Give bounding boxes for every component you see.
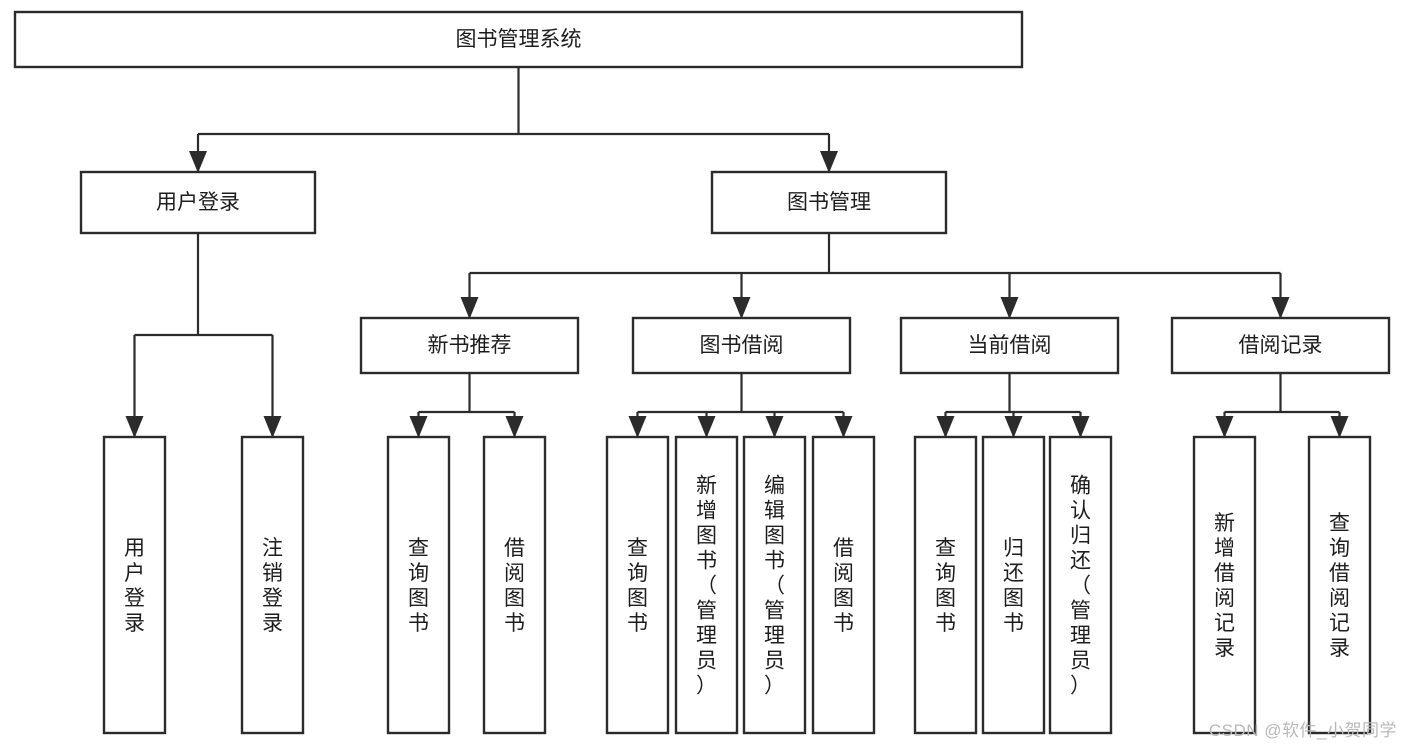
node-rect	[240, 435, 305, 735]
node-label: 借阅图书	[833, 537, 854, 635]
node-rect	[674, 435, 739, 735]
arrow-head-icon	[189, 151, 207, 173]
node-label: 查询图书	[627, 537, 648, 635]
arrow-head-icon	[125, 416, 144, 438]
node-e794a8e688b7e799bbe5bd95-box[interactable]: 用户登录	[79, 170, 317, 235]
node-rect	[1192, 435, 1257, 735]
node-e5809fe99885e59bbee4b9a6-box[interactable]: 借阅图书	[811, 435, 876, 735]
node-rect	[710, 170, 948, 235]
node-e5bd93e5898de5809fe99885-box[interactable]: 当前借阅	[899, 316, 1120, 375]
arrow-head-icon	[1071, 416, 1090, 438]
node-label: 图书借阅	[700, 334, 784, 357]
node-label: 查询图书	[935, 537, 956, 635]
node-rect	[1048, 435, 1113, 735]
node-e69fa5e8afa2e59bbee4b9a6-box[interactable]: 查询图书	[605, 435, 670, 735]
arrow-head-icon	[1000, 297, 1019, 319]
arrow-head-icon	[732, 297, 751, 319]
node-rect	[79, 170, 317, 235]
node-label: 当前借阅	[968, 334, 1052, 357]
arrow-head-icon	[834, 416, 853, 438]
node-label: 确认归还（管理员）	[1070, 475, 1091, 698]
arrow-head-icon	[628, 416, 647, 438]
node-rect	[605, 435, 670, 735]
node-label: 归还图书	[1003, 537, 1024, 635]
node-label: 用户登录	[156, 191, 240, 214]
node-label: 借阅图书	[504, 537, 525, 635]
node-rect	[913, 435, 978, 735]
node-label: 新增图书（管理员）	[696, 475, 717, 698]
node-rect	[359, 316, 580, 375]
arrow-head-icon	[263, 416, 282, 438]
node-e696b0e5a29ee5809fe99885-box[interactable]: 新增借阅记录	[1192, 435, 1257, 735]
node-e69fa5e8afa2e59bbee4b9a6-box[interactable]: 查询图书	[913, 435, 978, 735]
node-e5bd92e8bf98e59bbee4b9a6-box[interactable]: 归还图书	[981, 435, 1046, 735]
node-label: 图书管理	[787, 191, 871, 214]
arrow-head-icon	[1215, 416, 1234, 438]
node-label: 用户登录	[124, 537, 145, 635]
node-label: 查询图书	[408, 537, 429, 635]
arrow-head-icon	[460, 297, 479, 319]
node-label: 新增借阅记录	[1214, 512, 1235, 660]
node-e696b0e4b9a6e68ea8e88d90-box[interactable]: 新书推荐	[359, 316, 580, 375]
node-label: 新书推荐	[428, 334, 512, 357]
node-e6b3a8e99480e799bbe5bd95-box[interactable]: 注销登录	[240, 435, 305, 735]
node-label: 注销登录	[262, 537, 283, 635]
node-rect	[742, 435, 807, 735]
arrow-head-icon	[820, 151, 838, 173]
node-rect	[631, 316, 852, 375]
node-rect	[1170, 316, 1391, 375]
node-e59bbee4b9a6e7aea1e79086-box[interactable]: 图书管理	[710, 170, 948, 235]
arrow-head-icon	[936, 416, 955, 438]
node-rect	[386, 435, 451, 735]
node-e5809fe99885e59bbee4b9a6-box[interactable]: 借阅图书	[482, 435, 547, 735]
node-e59bbee4b9a6e5809fe99885-box[interactable]: 图书借阅	[631, 316, 852, 375]
node-e7a1aee8aea4e5bd92e8bf98-box[interactable]: 确认归还（管理员）	[1048, 435, 1113, 735]
node-e69fa5e8afa2e59bbee4b9a6-box[interactable]: 查询图书	[386, 435, 451, 735]
node-rect	[102, 435, 167, 735]
arrow-head-icon	[505, 416, 524, 438]
arrow-head-icon	[765, 416, 784, 438]
node-label: 查询借阅记录	[1329, 512, 1350, 660]
node-rect	[482, 435, 547, 735]
arrow-head-icon	[697, 416, 716, 438]
csdn-watermark: CSDN @软件_小贺同学	[1208, 721, 1397, 740]
node-label: 编辑图书（管理员）	[764, 475, 785, 698]
node-rect	[811, 435, 876, 735]
node-e7bc96e8be91e59bbee4b9a6-box[interactable]: 编辑图书（管理员）	[742, 435, 807, 735]
node-e794a8e688b7e799bbe5bd95-box[interactable]: 用户登录	[102, 435, 167, 735]
arrow-head-icon	[409, 416, 428, 438]
node-e69fa5e8afa2e5809fe99885-box[interactable]: 查询借阅记录	[1307, 435, 1372, 735]
node-e696b0e5a29ee59bbee4b9a6-box[interactable]: 新增图书（管理员）	[674, 435, 739, 735]
node-rect	[1307, 435, 1372, 735]
node-rect	[13, 10, 1024, 69]
node-e5809fe99885e8aeb0e5bd95-box[interactable]: 借阅记录	[1170, 316, 1391, 375]
node-rect	[981, 435, 1046, 735]
node-rect	[899, 316, 1120, 375]
node-e59bbee4b9a6e7aea1e79086-box[interactable]: 图书管理系统	[13, 10, 1024, 69]
arrow-head-icon	[1004, 416, 1023, 438]
node-label: 借阅记录	[1239, 334, 1323, 357]
arrow-head-icon	[1271, 297, 1290, 319]
arrow-head-icon	[1330, 416, 1349, 438]
node-label: 图书管理系统	[456, 28, 582, 51]
